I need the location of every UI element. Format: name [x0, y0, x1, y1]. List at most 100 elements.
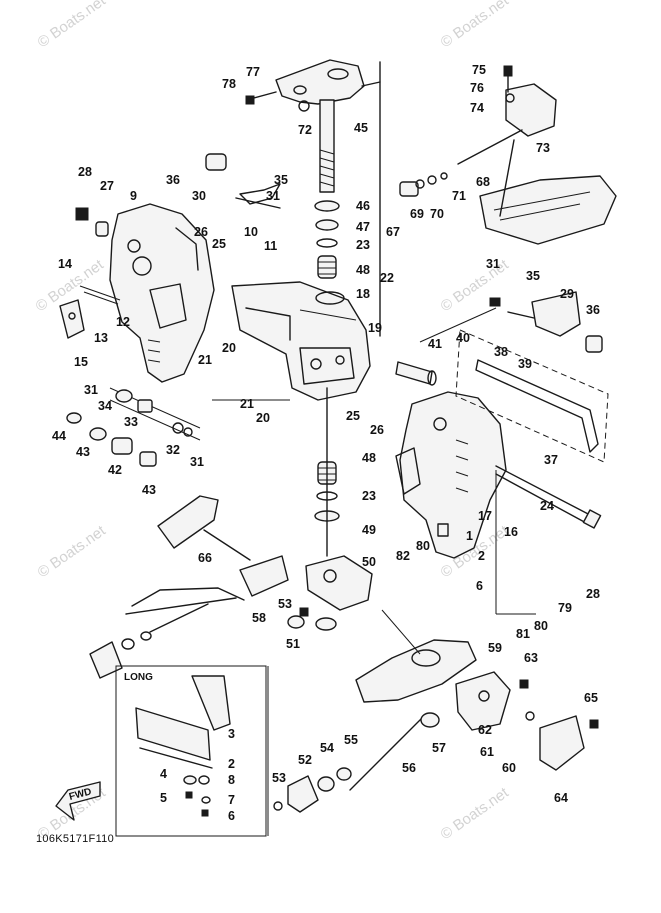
- callout-label: 30: [192, 189, 206, 203]
- callout-label: 36: [586, 303, 600, 317]
- lower-swivel: [305, 387, 373, 611]
- callout-label: 31: [84, 383, 98, 397]
- callout-label: 73: [536, 141, 550, 155]
- callout-label: 33: [124, 415, 138, 429]
- callout-label: 9: [130, 189, 137, 203]
- callout-label: 5: [160, 791, 167, 805]
- diagram-code: 106K5171F110: [36, 833, 115, 845]
- callout-label: 64: [554, 791, 568, 805]
- steering-arm: [245, 59, 381, 337]
- callout-label: 18: [356, 287, 370, 301]
- callout-label: 13: [94, 331, 108, 345]
- callout-label: 43: [76, 445, 90, 459]
- callout-label: 72: [298, 123, 312, 137]
- watermark: © Boats.net: [438, 784, 513, 843]
- callout-label: 28: [586, 587, 600, 601]
- upper-right-bracket: [399, 65, 617, 245]
- callout-label: 1: [466, 529, 473, 543]
- callout-label: 53: [278, 597, 292, 611]
- callout-label: 48: [356, 263, 370, 277]
- callout-label: 46: [356, 199, 370, 213]
- callout-label: 47: [356, 220, 370, 234]
- assembly-lines: [212, 307, 536, 836]
- callout-label: 59: [488, 641, 502, 655]
- callout-label: 74: [470, 101, 484, 115]
- callout-label: 69: [410, 207, 424, 221]
- callout-label: 63: [524, 651, 538, 665]
- callout-label: 81: [516, 627, 530, 641]
- callout-label: 54: [320, 741, 334, 755]
- callout-label: 68: [476, 175, 490, 189]
- watermark: © Boats.net: [438, 256, 513, 315]
- callout-label: 37: [544, 453, 558, 467]
- mount-rubber: [89, 603, 209, 679]
- callout-label: 42: [108, 463, 122, 477]
- callout-label: 39: [518, 357, 532, 371]
- callout-label: 26: [370, 423, 384, 437]
- bushing-set: [66, 387, 201, 467]
- callout-label: 35: [526, 269, 540, 283]
- callout-label: 67: [386, 225, 400, 239]
- callout-label: 58: [252, 611, 266, 625]
- callout-label: 82: [396, 549, 410, 563]
- callout-label: 14: [58, 257, 72, 271]
- callout-label: 55: [344, 733, 358, 747]
- callout-label: 23: [356, 238, 370, 252]
- callout-label: 26: [194, 225, 208, 239]
- callout-label: 61: [480, 745, 494, 759]
- callout-label: 22: [380, 271, 394, 285]
- callout-label: 11: [264, 239, 277, 253]
- callout-label: 20: [256, 411, 270, 425]
- callout-label: 31: [486, 257, 500, 271]
- callout-label: 2: [478, 549, 485, 563]
- callout-label: 10: [244, 225, 258, 239]
- callout-label: 17: [478, 509, 492, 523]
- callout-label: 8: [228, 773, 235, 787]
- callout-label: 29: [560, 287, 574, 301]
- callout-label: 40: [456, 331, 470, 345]
- long-inset: LONG: [115, 665, 267, 837]
- callout-label: 65: [584, 691, 598, 705]
- fwd-arrow: FWD: [55, 781, 101, 821]
- callout-label: 20: [222, 341, 236, 355]
- callout-label: 4: [160, 767, 167, 781]
- callout-label: 19: [368, 321, 382, 335]
- callout-label: 60: [502, 761, 516, 775]
- callout-label: 25: [346, 409, 360, 423]
- lower-left-mount: [273, 767, 352, 813]
- shaft-washers: [314, 200, 340, 279]
- callout-label: 75: [472, 63, 486, 77]
- callout-label: 56: [402, 761, 416, 775]
- callout-label: 24: [540, 499, 554, 513]
- callout-label: 49: [362, 523, 376, 537]
- callout-label: 32: [166, 443, 180, 457]
- trim-rod: [455, 291, 609, 463]
- callout-label: 70: [430, 207, 444, 221]
- callout-label: 62: [478, 723, 492, 737]
- inset-label: LONG: [124, 672, 153, 683]
- callout-label: 2: [228, 757, 235, 771]
- callout-label: 80: [416, 539, 430, 553]
- watermark: © Boats.net: [438, 0, 513, 51]
- callout-label: 80: [534, 619, 548, 633]
- callout-label: 76: [470, 81, 484, 95]
- callout-label: 23: [362, 489, 376, 503]
- left-hardware: [59, 153, 281, 339]
- clamp-bracket-left: [109, 203, 215, 383]
- callout-label: 79: [558, 601, 572, 615]
- callout-label: 25: [212, 237, 226, 251]
- swivel-bracket: [231, 281, 371, 401]
- tilt-tube: [395, 361, 602, 529]
- callout-label: 57: [432, 741, 446, 755]
- callout-label: 31: [266, 189, 280, 203]
- callout-label: 6: [228, 809, 235, 823]
- callout-label: 15: [74, 355, 88, 369]
- watermark: © Boats.net: [35, 0, 110, 51]
- lower-mount-area: [125, 495, 337, 631]
- callout-label: 45: [354, 121, 368, 135]
- callout-label: 36: [166, 173, 180, 187]
- callout-label: 3: [228, 727, 235, 741]
- callout-label: 77: [246, 65, 260, 79]
- callout-label: 50: [362, 555, 376, 569]
